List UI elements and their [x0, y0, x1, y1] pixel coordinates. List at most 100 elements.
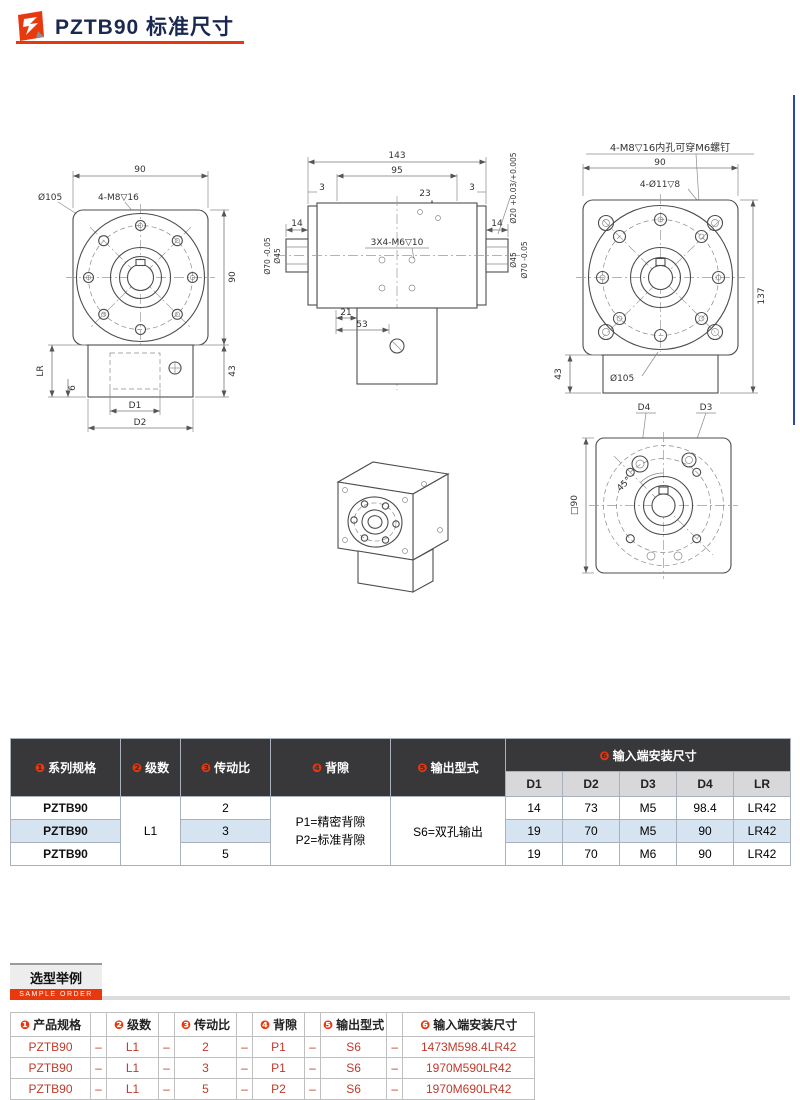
backlash-cell: P1=精密背隙 P2=标准背隙 [270, 796, 391, 866]
dash: – [90, 1036, 107, 1058]
dim-back-width: 90 [654, 158, 666, 168]
stage-cell: L1 [120, 796, 181, 866]
bullet-2: ❷ [113, 1018, 125, 1032]
d2-cell: 70 [562, 842, 620, 866]
dash: – [158, 1078, 175, 1100]
dim-front-d1: D1 [129, 401, 142, 411]
sample-header-stage-label: 级数 [127, 1018, 152, 1032]
dash: – [158, 1057, 175, 1079]
subheader-d4: D4 [676, 771, 734, 797]
sample-code: 1473M598.4LR42 [402, 1036, 536, 1058]
dim-side-3-right: 3 [469, 183, 475, 193]
dim-side-14-right: 14 [491, 219, 503, 229]
label-side-d45-left: Ø45 [273, 248, 282, 264]
dim-front-base: 43 [228, 365, 238, 376]
sample-order-header: 选型举例 SAMPLE ORDER [10, 960, 790, 1000]
d1-cell: 19 [505, 842, 563, 866]
d4-cell: 98.4 [676, 796, 734, 820]
dim-side-23: 23 [419, 189, 430, 199]
sample-model: PZTB90 [10, 1078, 91, 1100]
dash: – [304, 1078, 321, 1100]
header-stage-label: 级数 [145, 761, 170, 775]
d2-cell: 70 [562, 819, 620, 843]
dash: – [386, 1078, 404, 1100]
bullet-1: ❶ [19, 1018, 31, 1032]
dash: – [304, 1036, 321, 1058]
label-output-d3: D3 [700, 403, 713, 413]
dim-side-3-left: 3 [319, 183, 325, 193]
sample-ratio: 5 [174, 1078, 237, 1100]
isometric-view-drawing [336, 461, 450, 593]
model-cell: PZTB90 [10, 842, 121, 866]
header: PZTB90 标准尺寸 [16, 10, 234, 42]
dim-side-total: 143 [388, 151, 405, 161]
label-output-square: □90 [570, 495, 580, 515]
sample-model: PZTB90 [10, 1057, 91, 1079]
lr-cell: LR42 [733, 819, 791, 843]
bullet-4: ❹ [311, 761, 323, 775]
back-view-drawing: 4-M8▽16内孔可穿M6螺钉 90 4-Ø11▽8 137 Ø105 43 [554, 141, 767, 394]
sample-header-gap [236, 1012, 253, 1037]
label-side-holes: 3X4-M6▽10 [371, 238, 424, 248]
dim-side-14-left: 14 [291, 219, 303, 229]
dim-front-height: 90 [228, 271, 238, 283]
front-view-linework [48, 171, 229, 432]
dim-side-53: 53 [356, 320, 367, 330]
label-front-holes: 4-M8▽16 [98, 193, 139, 203]
sample-header-code-label: 输入端安装尺寸 [433, 1018, 518, 1032]
ratio-cell: 5 [180, 842, 271, 866]
model-cell: PZTB90 [10, 819, 121, 843]
callout-back-screws: 4-M8▽16内孔可穿M6螺钉 [610, 141, 730, 154]
bullet-2: ❷ [131, 761, 143, 775]
sample-row-3: PZTB90 – L1 – 5 – P2 – S6 – 1970M690LR42 [10, 1078, 536, 1100]
sample-header-gap [90, 1012, 107, 1037]
back-view-linework [565, 153, 758, 394]
bullet-5: ❺ [323, 1018, 334, 1032]
output-type-cell: S6=双孔输出 [390, 796, 506, 866]
sample-stage: L1 [106, 1078, 159, 1100]
sample-row-2: PZTB90 – L1 – 3 – P1 – S6 – 1970M590LR42 [10, 1057, 536, 1079]
subheader-d1: D1 [505, 771, 563, 797]
sample-header-model-label: 产品规格 [33, 1018, 82, 1032]
sample-row-1: PZTB90 – L1 – 2 – P1 – S6 – 1473M598.4LR… [10, 1036, 536, 1058]
dash: – [90, 1078, 107, 1100]
d3-cell: M5 [619, 796, 677, 820]
sample-header-ratio-label: 传动比 [194, 1018, 231, 1032]
sample-model: PZTB90 [10, 1036, 91, 1058]
technical-drawings: 90 Ø105 4-M8▽16 90 43 LR 6 D1 D2 [0, 140, 800, 620]
sample-order-subtitle: SAMPLE ORDER [10, 989, 102, 1000]
dim-side-21: 21 [340, 308, 351, 318]
front-view-drawing: 90 Ø105 4-M8▽16 90 43 LR 6 D1 D2 [36, 165, 238, 432]
header-input-dims-label: 输入端安装尺寸 [612, 748, 697, 763]
page-title: PZTB90 标准尺寸 [55, 16, 235, 39]
sample-header-backlash-label: 背隙 [273, 1018, 298, 1032]
dim-front-d2: D2 [134, 418, 147, 428]
dash: – [386, 1036, 404, 1058]
bullet-4: ❹ [259, 1018, 271, 1032]
header-output-label: 输出型式 [430, 761, 479, 775]
sample-ratio: 3 [174, 1057, 237, 1079]
dash: – [236, 1057, 253, 1079]
dim-back-height: 137 [757, 287, 767, 304]
model-cell: PZTB90 [10, 796, 121, 820]
sample-stage: L1 [106, 1036, 159, 1058]
bullet-1: ❶ [34, 761, 46, 775]
sample-output: S6 [319, 1057, 388, 1079]
output-view-drawing: D4 D3 45° □90 [570, 403, 738, 579]
spec-table-subheader-row: D1 D2 D3 D4 LR [11, 771, 791, 797]
bullet-3: ❸ [200, 761, 212, 775]
d1-cell: 14 [505, 796, 563, 820]
header-ratio-label: 传动比 [214, 761, 251, 775]
